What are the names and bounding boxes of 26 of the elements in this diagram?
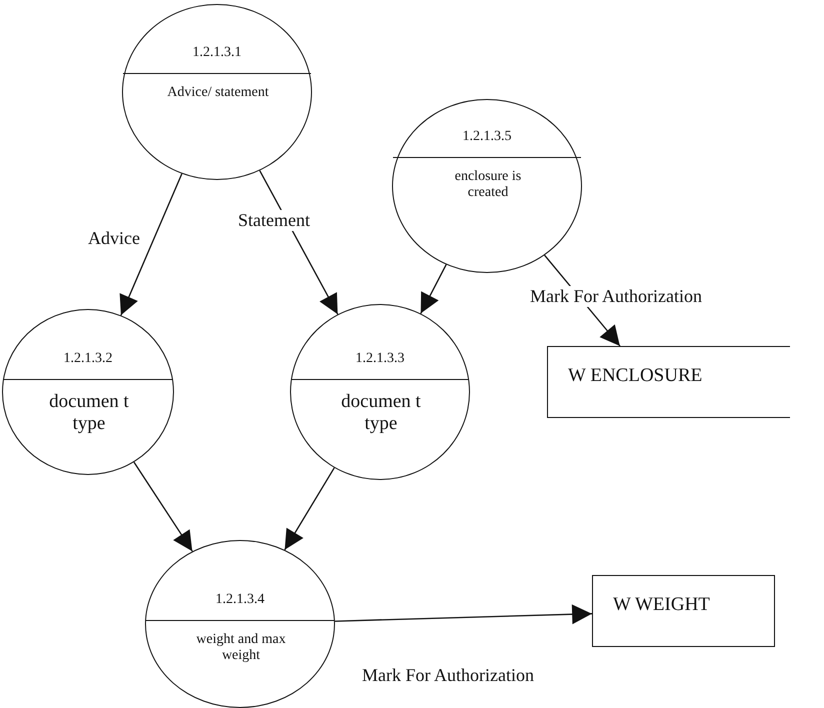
process-number: 1.2.1.3.4: [214, 592, 266, 608]
process-number: 1.2.1.3.1: [192, 45, 242, 62]
process-label: Advice/ statement: [166, 85, 270, 102]
process-label: enclosure is created: [454, 169, 522, 202]
store-label: W WEIGHT: [613, 594, 710, 616]
arrow: [120, 174, 182, 316]
process-circle: [145, 540, 335, 708]
arrow: [133, 462, 193, 552]
process-circle: [290, 304, 470, 480]
store-label: W ENCLOSURE: [568, 365, 702, 387]
process-number: 1.2.1.3.3: [354, 351, 406, 368]
process-label: documen t type: [340, 391, 422, 435]
process-label: documen t type: [48, 391, 130, 435]
edge-label: Mark For Authorization: [528, 286, 704, 307]
process-circle: [122, 4, 312, 180]
process-circle: [2, 309, 174, 475]
process-label: weight and max weight: [195, 632, 287, 664]
arrow: [284, 467, 335, 550]
edge-label: Statement: [236, 210, 312, 231]
arrow: [334, 604, 592, 624]
process-number: 1.2.1.3.5: [462, 129, 512, 146]
data-store-box: [592, 575, 775, 647]
process-circle: [392, 99, 582, 273]
arrow: [420, 264, 447, 314]
data-store: [547, 346, 790, 418]
process-number: 1.2.1.3.2: [62, 351, 114, 368]
